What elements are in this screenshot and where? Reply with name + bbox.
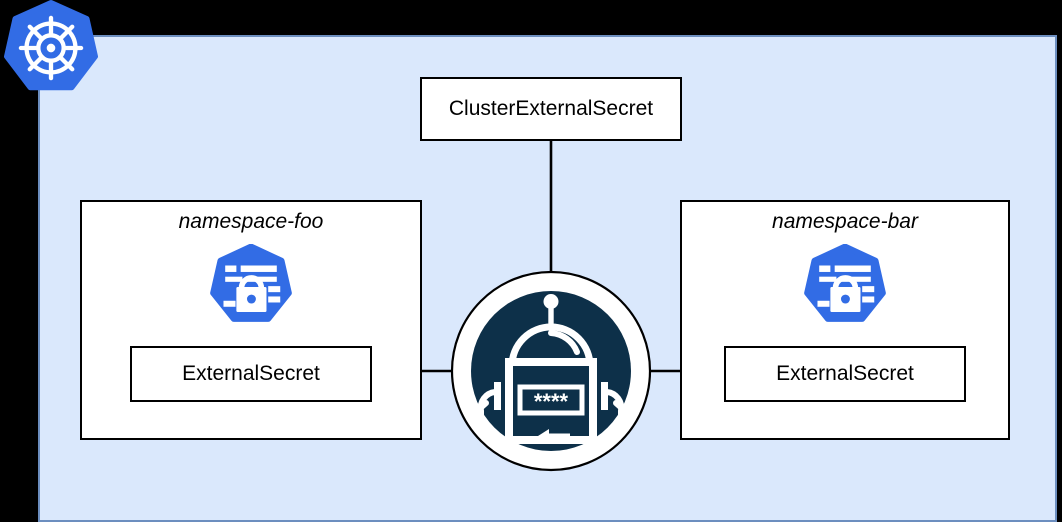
external-secret-label: ExternalSecret bbox=[182, 362, 320, 385]
namespace-foo-container[interactable]: namespace-foo ExternalSecret bbox=[80, 200, 422, 440]
namespace-bar-container[interactable]: namespace-bar ExternalSecret bbox=[680, 200, 1010, 440]
kubernetes-secret-icon bbox=[804, 244, 886, 322]
namespace-bar-label: namespace-bar bbox=[772, 210, 918, 233]
external-secret-node-bar[interactable]: ExternalSecret bbox=[724, 346, 966, 402]
cluster-external-secret-node[interactable]: ClusterExternalSecret bbox=[420, 77, 682, 141]
namespace-foo-label: namespace-foo bbox=[178, 210, 324, 233]
password-mask: **** bbox=[534, 389, 569, 414]
kubernetes-secret-icon bbox=[210, 244, 292, 322]
kubernetes-helm-wheel-icon bbox=[4, 0, 98, 91]
external-secret-node-foo[interactable]: ExternalSecret bbox=[130, 346, 372, 402]
external-secrets-operator-robot-icon[interactable]: **** bbox=[450, 270, 652, 472]
cluster-external-secret-label: ClusterExternalSecret bbox=[448, 97, 654, 120]
external-secret-label: ExternalSecret bbox=[776, 362, 914, 385]
